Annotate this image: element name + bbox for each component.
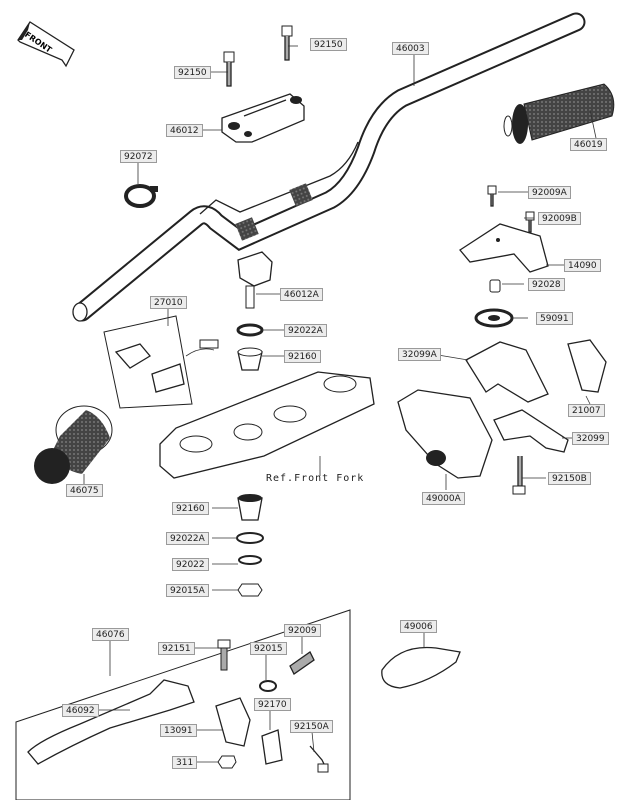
part-label-92150B[interactable]: 92150B [548,472,591,485]
clamp-21007-illustration [567,339,607,393]
part-label-92015A[interactable]: 92015A [166,584,209,597]
front-arrow-icon [17,21,75,68]
part-label-49006[interactable]: 49006 [400,620,437,633]
part-label-92151[interactable]: 92151 [158,642,195,655]
part-label-92022[interactable]: 92022 [172,558,209,571]
lever-illustration [27,679,195,765]
clamp-band-illustration [124,184,158,208]
part-label-92160-lower[interactable]: 92160 [172,502,209,515]
right-grip-illustration [503,83,615,144]
part-label-46075[interactable]: 46075 [66,484,103,497]
holder-lower-illustration [493,409,569,453]
washer-illustration [474,308,514,328]
part-label-92150A[interactable]: 92150A [290,720,333,733]
left-grip-illustration [34,405,113,484]
part-label-92009[interactable]: 92009 [284,624,321,637]
part-label-92009A[interactable]: 92009A [528,186,571,199]
part-label-92015[interactable]: 92015 [250,642,287,655]
handlebar-clamp-illustration [221,93,305,143]
part-label-46019[interactable]: 46019 [570,138,607,151]
lower-seal-illustration [236,494,264,597]
handlebar-illustration [72,12,586,322]
part-label-92009B[interactable]: 92009B [538,212,581,225]
part-label-92072[interactable]: 92072 [120,150,157,163]
leader-lines [83,45,597,763]
part-label-27010[interactable]: 27010 [150,296,187,309]
part-label-92150[interactable]: 92150 [174,66,211,79]
kill-switch-group [103,315,219,409]
throttle-housing-illustration [459,185,549,293]
bolt-illustration [512,456,526,495]
part-label-21007[interactable]: 21007 [568,404,605,417]
part-label-92160-upper[interactable]: 92160 [284,350,321,363]
part-label-311[interactable]: 311 [172,756,198,769]
cover-illustration [397,389,493,479]
lever-boot-illustration [381,646,461,689]
part-label-46092[interactable]: 46092 [62,704,99,717]
part-label-46012[interactable]: 46012 [166,124,203,137]
part-label-32099[interactable]: 32099 [572,432,609,445]
part-label-46012A[interactable]: 46012A [280,288,323,301]
part-label-92170[interactable]: 92170 [254,698,291,711]
steering-bracket-illustration [159,371,375,479]
stem-seal-illustration [236,323,264,371]
part-label-13091[interactable]: 13091 [160,724,197,737]
steering-stem-illustration [237,251,273,309]
bolt-illustration [223,25,293,87]
part-label-49000A[interactable]: 49000A [422,492,465,505]
holder-upper-illustration [465,341,549,403]
part-label-46076[interactable]: 46076 [92,628,129,641]
reference-note: Ref.Front Fork [266,473,365,484]
part-label-92022A-lower[interactable]: 92022A [166,532,209,545]
part-label-46003[interactable]: 46003 [392,42,429,55]
part-label-92022A-upper[interactable]: 92022A [284,324,327,337]
part-label-14090[interactable]: 14090 [564,259,601,272]
part-label-92150-upper[interactable]: 92150 [310,38,347,51]
part-label-59091[interactable]: 59091 [536,312,573,325]
part-label-92028[interactable]: 92028 [528,278,565,291]
part-label-32099A[interactable]: 32099A [398,348,441,361]
